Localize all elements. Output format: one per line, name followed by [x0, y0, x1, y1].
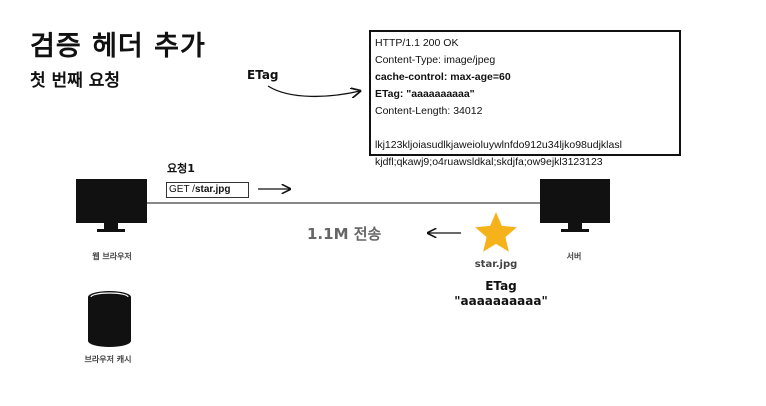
response-content-type: Content-Type: image/jpeg: [375, 54, 496, 66]
etag-pointer-arrow: [267, 85, 360, 96]
http-response-box: HTTP/1.1 200 OK Content-Type: image/jpeg…: [369, 30, 681, 168]
response-status-line: HTTP/1.1 200 OK: [375, 37, 459, 49]
etag-value: "aaaaaaaaaa": [454, 294, 548, 308]
page-subtitle: 첫 번째 요청: [30, 71, 121, 91]
response-content-length: Content-Length: 34012: [375, 105, 483, 117]
server-label: 서버: [566, 252, 582, 261]
etag-title: ETag: [485, 279, 517, 293]
page-title: 검증 헤더 추가: [30, 31, 206, 62]
cache-database-icon: [88, 291, 131, 347]
browser-cache-label: 브라우저 캐시: [84, 355, 132, 364]
request-method: GET /: [169, 184, 195, 195]
etag-pointer-label: ETag: [247, 68, 279, 82]
request-label: 요청1: [167, 162, 195, 175]
browser-monitor-icon: [76, 179, 147, 232]
response-cache-control: cache-control: max-age=60: [375, 71, 511, 83]
response-blank-line: [375, 120, 679, 137]
response-body-line: lkj123kljoiasudlkjaweioluywlnfdo912u34lj…: [375, 139, 622, 151]
server-monitor-icon: [540, 179, 610, 232]
star-file-label: star.jpg: [474, 259, 518, 270]
response-body-line: kjdfl;qkawj9;o4ruawsldkal;skdjfa;ow9ejkl…: [375, 156, 603, 168]
request-box: GET /star.jpg: [166, 182, 249, 198]
request-path: star.jpg: [194, 184, 231, 195]
star-icon: [475, 212, 517, 252]
browser-label: 웹 브라우저: [92, 252, 132, 261]
transfer-size-label: 1.1M 전송: [307, 225, 382, 243]
response-etag: ETag: "aaaaaaaaaa": [375, 88, 475, 100]
